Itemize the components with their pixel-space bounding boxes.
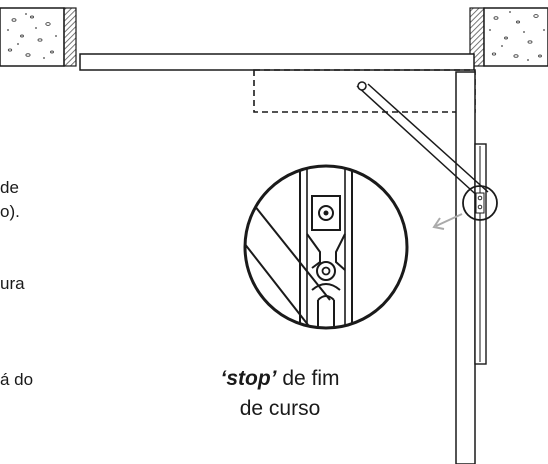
text-fragment-1: de xyxy=(0,178,19,197)
stop-caption: ‘stop’ de fim de curso xyxy=(196,364,364,424)
caption-emphasis: ‘stop’ xyxy=(220,367,277,390)
text-fragment-4: á do xyxy=(0,370,34,389)
guide-rail xyxy=(474,143,487,365)
detail-circle-zoom xyxy=(243,164,409,330)
pointer-arrow xyxy=(432,213,463,230)
caption-line-1: ‘stop’ de fim xyxy=(196,364,364,394)
operator-outline xyxy=(253,69,476,113)
door-leaf-open xyxy=(455,71,476,464)
text-fragment-2: o). xyxy=(0,202,20,221)
door-lintel xyxy=(79,53,475,71)
caption-line-1-rest: de fim xyxy=(276,367,340,390)
left-wall xyxy=(0,7,77,67)
caption-line-2: de curso xyxy=(239,397,321,420)
text-fragment-3: ura xyxy=(0,274,25,293)
arm xyxy=(356,81,489,201)
right-wall xyxy=(469,7,548,67)
detail-circle-small xyxy=(462,185,498,221)
